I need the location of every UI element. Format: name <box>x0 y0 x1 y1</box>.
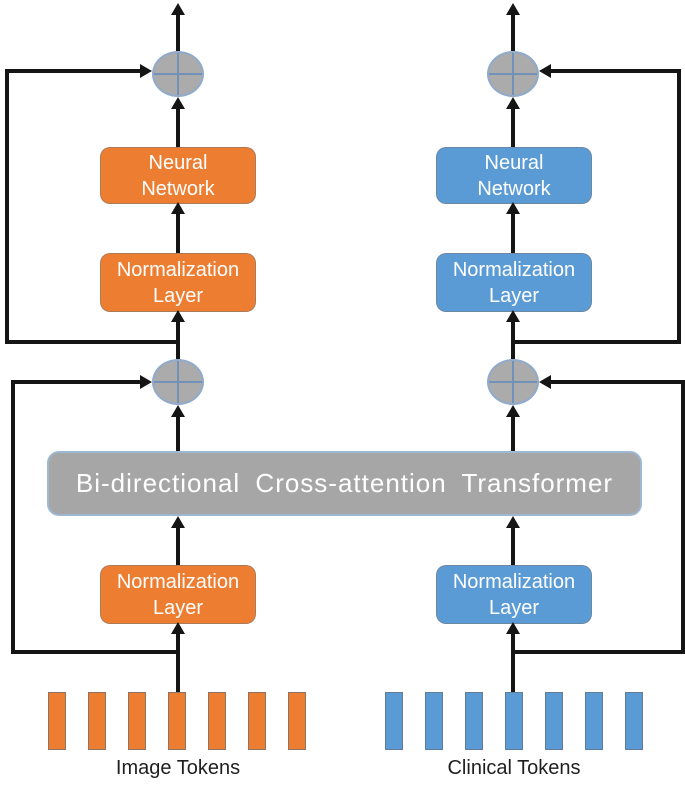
left-lower-skip-arrowhead-icon <box>140 375 152 389</box>
plus-vertical-line <box>177 53 179 95</box>
right-lower-skip-arrowhead-icon <box>539 375 551 389</box>
image-token-row <box>48 692 306 750</box>
left-neural-network-box: Neural Network <box>100 147 256 204</box>
right-tokens-to-norm-line <box>511 633 515 692</box>
left-output-line <box>176 15 180 51</box>
image-token-bar <box>128 692 146 750</box>
left-normalization-upper-box: Normalization Layer <box>100 253 256 312</box>
left-norm-to-nn-arrowhead-icon <box>171 202 185 214</box>
right-upper-skip-top-line <box>550 69 681 73</box>
image-tokens-caption: Image Tokens <box>115 757 241 779</box>
left-upper-skip-tap-line <box>5 340 178 344</box>
right-xfmr-to-add-line <box>511 416 515 451</box>
right-norm-to-xfmr-arrowhead-icon <box>506 516 520 528</box>
image-token-bar <box>88 692 106 750</box>
left-lower-skip-vertical-line <box>11 380 15 654</box>
clinical-token-bar <box>385 692 403 750</box>
right-normalization-lower-box: Normalization Layer <box>436 565 592 624</box>
image-token-bar <box>48 692 66 750</box>
right-output-line <box>511 15 515 51</box>
right-add-to-norm-arrowhead-icon <box>506 310 520 322</box>
right-upper-skip-arrowhead-icon <box>539 64 551 78</box>
clinical-token-bar <box>465 692 483 750</box>
left-upper-skip-top-line <box>5 69 142 73</box>
left-tokens-to-norm-line <box>176 633 180 692</box>
image-token-bar <box>208 692 226 750</box>
image-token-bar <box>248 692 266 750</box>
plus-vertical-line <box>512 361 514 403</box>
left-xfmr-to-add-arrowhead-icon <box>171 405 185 417</box>
left-nn-to-add-line <box>176 108 180 147</box>
plus-vertical-line <box>177 361 179 403</box>
clinical-token-bar <box>625 692 643 750</box>
right-output-arrowhead-icon <box>506 3 520 15</box>
left-output-arrowhead-icon <box>171 3 185 15</box>
cross-attention-transformer-box: Bi-directional Cross-attention Transform… <box>47 451 642 516</box>
right-xfmr-to-add-arrowhead-icon <box>506 405 520 417</box>
clinical-token-bar <box>505 692 523 750</box>
left-add-to-norm-arrowhead-icon <box>171 310 185 322</box>
left-xfmr-to-add-line <box>176 416 180 451</box>
left-lower-skip-tap-line <box>11 650 178 654</box>
left-upper-skip-arrowhead-icon <box>140 64 152 78</box>
left-norm-to-xfmr-arrowhead-icon <box>171 516 185 528</box>
image-token-bar <box>168 692 186 750</box>
left-norm-to-xfmr-line <box>176 527 180 565</box>
right-norm-to-nn-line <box>511 213 515 253</box>
right-norm-to-nn-arrowhead-icon <box>506 202 520 214</box>
left-mid-add-icon <box>152 359 204 405</box>
left-upper-skip-vertical-line <box>5 69 9 344</box>
right-upper-skip-vertical-line <box>677 69 681 344</box>
right-normalization-upper-box: Normalization Layer <box>436 253 592 312</box>
right-lower-skip-top-line <box>550 380 685 384</box>
right-top-add-icon <box>487 51 539 97</box>
image-token-bar <box>288 692 306 750</box>
left-normalization-lower-box: Normalization Layer <box>100 565 256 624</box>
left-top-add-icon <box>152 51 204 97</box>
left-lower-skip-top-line <box>11 380 142 384</box>
clinical-token-row <box>385 692 643 750</box>
right-nn-to-add-line <box>511 108 515 147</box>
left-tokens-to-norm-arrowhead-icon <box>171 622 185 634</box>
right-nn-to-add-arrowhead-icon <box>506 97 520 109</box>
right-tokens-to-norm-arrowhead-icon <box>506 622 520 634</box>
right-neural-network-box: Neural Network <box>436 147 592 204</box>
right-mid-add-icon <box>487 359 539 405</box>
left-add-to-norm-line <box>176 321 180 359</box>
clinical-tokens-caption: Clinical Tokens <box>447 757 581 779</box>
right-lower-skip-tap-line <box>511 650 685 654</box>
clinical-token-bar <box>545 692 563 750</box>
clinical-token-bar <box>425 692 443 750</box>
clinical-token-bar <box>585 692 603 750</box>
right-norm-to-xfmr-line <box>511 527 515 565</box>
left-nn-to-add-arrowhead-icon <box>171 97 185 109</box>
right-lower-skip-vertical-line <box>681 380 685 654</box>
right-upper-skip-tap-line <box>511 340 681 344</box>
left-norm-to-nn-line <box>176 213 180 253</box>
plus-vertical-line <box>512 53 514 95</box>
